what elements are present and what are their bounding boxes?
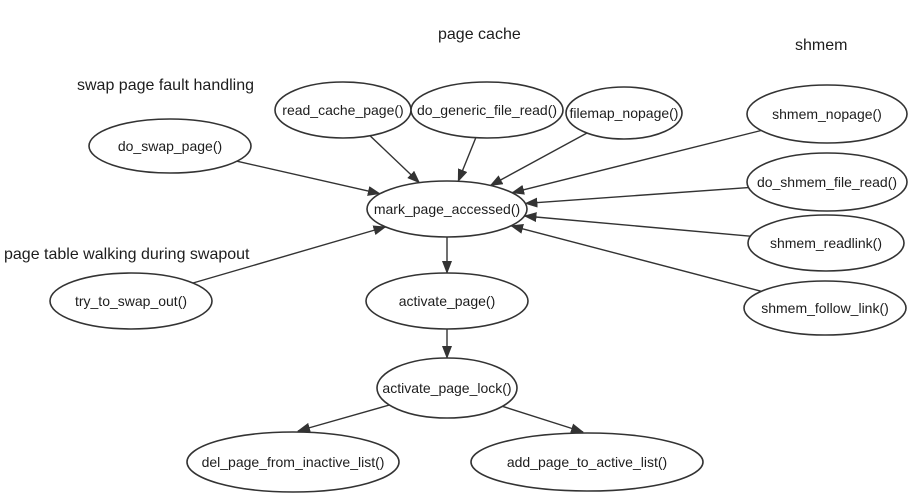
- edge-shmem_nopage-to-mark_page_accessed: [511, 129, 762, 195]
- node-try_to_swap_out: try_to_swap_out(): [49, 272, 213, 330]
- node-label-mark_page_accessed: mark_page_accessed(): [374, 201, 520, 217]
- edge-try_to_swap_out-to-mark_page_accessed: [192, 225, 387, 284]
- node-ellipse-activate_page_lock: [376, 357, 518, 419]
- edge-shmem_follow_link-to-mark_page_accessed: [510, 224, 762, 292]
- edge-read_cache_page-to-mark_page_accessed: [369, 135, 421, 184]
- region-label-swap-page-fault-handling: swap page fault handling: [77, 77, 255, 94]
- node-label-activate_page: activate_page(): [399, 293, 496, 309]
- edge-do_generic_file_read-to-mark_page_accessed: [457, 137, 477, 183]
- node-ellipse-shmem_nopage: [746, 84, 908, 144]
- node-label-read_cache_page: read_cache_page(): [282, 102, 403, 118]
- node-label-do_swap_page: do_swap_page(): [118, 138, 222, 154]
- node-ellipse-do_generic_file_read: [410, 81, 564, 139]
- edge-do_shmem_file_read-to-mark_page_accessed: [524, 186, 749, 208]
- node-ellipse-do_shmem_file_read: [746, 152, 908, 212]
- node-label-try_to_swap_out: try_to_swap_out(): [75, 293, 187, 309]
- node-label-do_generic_file_read: do_generic_file_read(): [417, 102, 557, 118]
- node-ellipse-shmem_follow_link: [743, 280, 907, 336]
- node-shmem_nopage: shmem_nopage(): [746, 84, 908, 144]
- edge-filemap_nopage-to-mark_page_accessed: [489, 132, 588, 187]
- node-layer: do_swap_page() read_cache_page() do_generi…: [49, 81, 908, 493]
- node-ellipse-shmem_readlink: [747, 214, 905, 272]
- node-ellipse-add_page_to_active_list: [470, 432, 704, 492]
- node-activate_page_lock: activate_page_lock(): [376, 357, 518, 419]
- edge-layer: [192, 129, 762, 434]
- node-mark_page_accessed: mark_page_accessed(): [366, 180, 528, 238]
- node-label-add_page_to_active_list: add_page_to_active_list(): [507, 454, 667, 470]
- node-ellipse-filemap_nopage: [565, 86, 683, 140]
- node-ellipse-mark_page_accessed: [366, 180, 528, 238]
- node-filemap_nopage: filemap_nopage(): [565, 86, 683, 140]
- region-label-shmem: shmem: [795, 37, 848, 54]
- node-add_page_to_active_list: add_page_to_active_list(): [470, 432, 704, 492]
- edge-activate_page_lock-to-add_page_to_active_list: [502, 405, 584, 434]
- node-ellipse-do_swap_page: [88, 118, 252, 174]
- edge-activate_page_lock-to-del_page_from_inactive_list: [297, 404, 390, 433]
- node-label-do_shmem_file_read: do_shmem_file_read(): [757, 174, 897, 190]
- node-read_cache_page: read_cache_page(): [274, 81, 412, 139]
- node-label-shmem_nopage: shmem_nopage(): [772, 106, 882, 122]
- node-label-activate_page_lock: activate_page_lock(): [382, 380, 511, 396]
- node-do_shmem_file_read: do_shmem_file_read(): [746, 152, 908, 212]
- node-do_generic_file_read: do_generic_file_read(): [410, 81, 564, 139]
- node-label-filemap_nopage: filemap_nopage(): [570, 105, 679, 121]
- node-ellipse-activate_page: [365, 272, 529, 330]
- node-do_swap_page: do_swap_page(): [88, 118, 252, 174]
- node-label-del_page_from_inactive_list: del_page_from_inactive_list(): [202, 454, 385, 470]
- region-label-page-cache: page cache: [438, 26, 521, 43]
- node-ellipse-del_page_from_inactive_list: [186, 431, 400, 493]
- node-label-shmem_follow_link: shmem_follow_link(): [761, 300, 889, 316]
- node-label-shmem_readlink: shmem_readlink(): [770, 235, 882, 251]
- node-activate_page: activate_page(): [365, 272, 529, 330]
- edge-shmem_readlink-to-mark_page_accessed: [523, 212, 751, 237]
- edge-do_swap_page-to-mark_page_accessed: [236, 160, 381, 196]
- node-del_page_from_inactive_list: del_page_from_inactive_list(): [186, 431, 400, 493]
- node-shmem_follow_link: shmem_follow_link(): [743, 280, 907, 336]
- node-ellipse-try_to_swap_out: [49, 272, 213, 330]
- region-label-page-table-walking-during-swapout: page table walking during swapout: [4, 246, 250, 263]
- node-shmem_readlink: shmem_readlink(): [747, 214, 905, 272]
